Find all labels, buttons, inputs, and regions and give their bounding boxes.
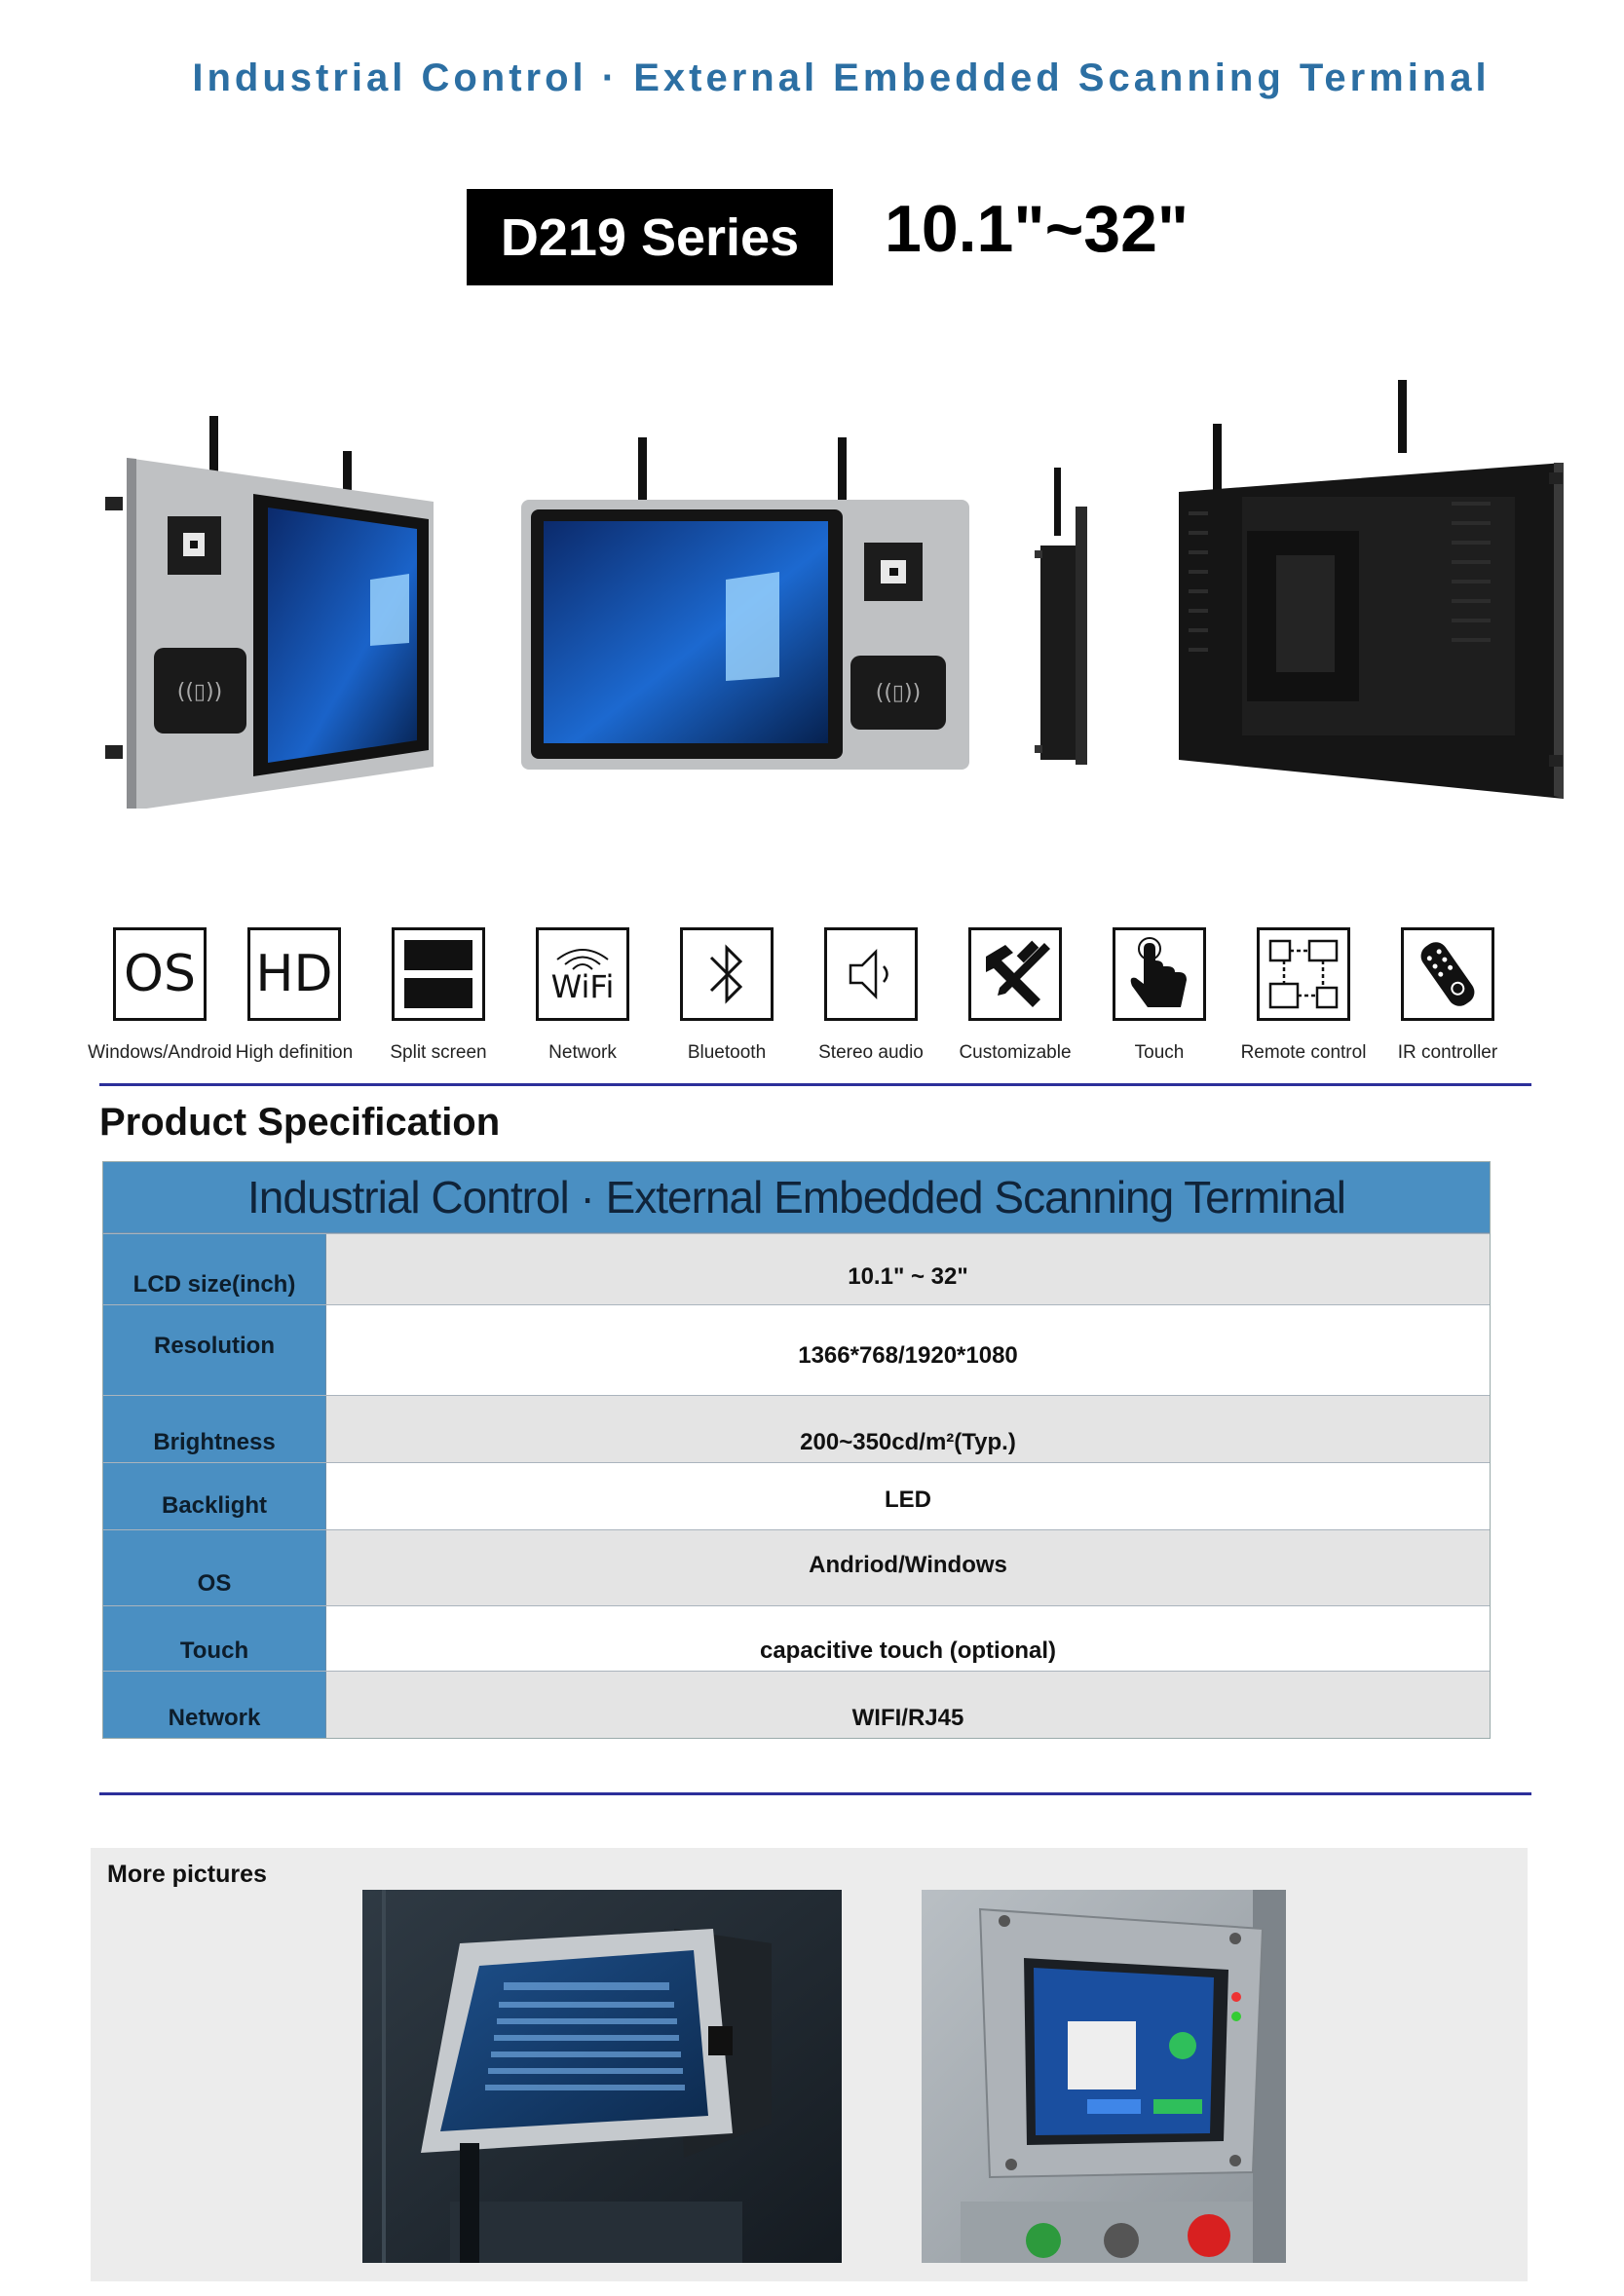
speaker-icon bbox=[824, 927, 918, 1021]
series-badge: D219 Series bbox=[467, 189, 833, 285]
spec-key: Backlight bbox=[103, 1463, 326, 1529]
divider bbox=[99, 1792, 1531, 1795]
spec-value: Andriod/Windows bbox=[326, 1530, 1490, 1605]
feature-label: Windows/Android bbox=[88, 1042, 232, 1063]
spec-value: 1366*768/1920*1080 bbox=[326, 1305, 1490, 1395]
spec-heading: Product Specification bbox=[99, 1101, 501, 1144]
feature-label: Touch bbox=[1134, 1042, 1185, 1063]
spec-value: capacitive touch (optional) bbox=[326, 1606, 1490, 1671]
photo-wall-mounted-terminal bbox=[362, 1890, 842, 2263]
spec-value: WIFI/RJ45 bbox=[326, 1672, 1490, 1738]
more-pictures-label: More pictures bbox=[107, 1861, 267, 1888]
feature-bluetooth: Bluetooth bbox=[655, 927, 799, 1064]
feature-touch: Touch bbox=[1087, 927, 1231, 1064]
split-screen-icon bbox=[392, 927, 485, 1021]
spec-row-resolution: Resolution 1366*768/1920*1080 bbox=[103, 1304, 1490, 1395]
spec-value: 10.1" ~ 32" bbox=[326, 1234, 1490, 1304]
feature-label: Customizable bbox=[959, 1042, 1072, 1063]
wifi-icon: WiFi bbox=[536, 927, 629, 1021]
spec-table-title: Industrial Control · External Embedded S… bbox=[103, 1162, 1490, 1233]
spec-row-os: OS Andriod/Windows bbox=[103, 1529, 1490, 1605]
feature-customizable: Customizable bbox=[943, 927, 1087, 1064]
feature-label: High definition bbox=[235, 1042, 354, 1063]
feature-label: Stereo audio bbox=[818, 1042, 924, 1063]
feature-list: OS Windows/Android HD High definition Sp… bbox=[88, 927, 1539, 1073]
divider bbox=[99, 1083, 1531, 1086]
feature-label: Split screen bbox=[390, 1042, 487, 1063]
feature-label: Remote control bbox=[1240, 1042, 1367, 1063]
spec-key: LCD size(inch) bbox=[103, 1234, 326, 1304]
feature-label: IR controller bbox=[1397, 1042, 1498, 1063]
page-title: Industrial Control · External Embedded S… bbox=[192, 56, 1491, 99]
product-image-front-right-scanner: ((▯)) bbox=[521, 437, 969, 770]
bluetooth-icon bbox=[680, 927, 774, 1021]
product-image-landscape-left-scanner: ((▯)) bbox=[105, 416, 434, 809]
spec-row-touch: Touch capacitive touch (optional) bbox=[103, 1605, 1490, 1671]
feature-split-screen: Split screen bbox=[366, 927, 510, 1064]
feature-label: Network bbox=[548, 1042, 617, 1063]
size-range: 10.1"~32" bbox=[885, 192, 1190, 266]
photo-panel-mounted-terminal bbox=[922, 1890, 1286, 2263]
product-image-rear bbox=[1179, 380, 1564, 799]
touch-hand-icon bbox=[1113, 927, 1206, 1021]
feature-hd: HD High definition bbox=[222, 927, 366, 1064]
spec-key: Touch bbox=[103, 1606, 326, 1671]
svg-text:((▯)): ((▯)) bbox=[876, 681, 921, 705]
feature-ir-controller: IR controller bbox=[1376, 927, 1520, 1064]
spec-table: Industrial Control · External Embedded S… bbox=[102, 1161, 1491, 1739]
feature-os: OS Windows/Android bbox=[88, 927, 232, 1064]
feature-label: Bluetooth bbox=[687, 1042, 767, 1063]
spec-key: Network bbox=[103, 1672, 326, 1738]
spec-row-backlight: Backlight LED bbox=[103, 1462, 1490, 1529]
ir-remote-icon bbox=[1401, 927, 1494, 1021]
spec-value: LED bbox=[326, 1463, 1490, 1529]
spec-row-brightness: Brightness 200~350cd/m²(Typ.) bbox=[103, 1395, 1490, 1462]
spec-value: 200~350cd/m²(Typ.) bbox=[326, 1396, 1490, 1462]
feature-network: WiFi Network bbox=[510, 927, 655, 1064]
hd-icon: HD bbox=[247, 927, 341, 1021]
spec-key: Resolution bbox=[103, 1305, 326, 1395]
spec-key: OS bbox=[103, 1530, 326, 1605]
feature-remote-control: Remote control bbox=[1231, 927, 1376, 1064]
remote-control-icon bbox=[1257, 927, 1350, 1021]
spec-key: Brightness bbox=[103, 1396, 326, 1462]
svg-text:((▯)): ((▯)) bbox=[177, 680, 222, 704]
product-image-side bbox=[1035, 468, 1087, 765]
feature-stereo-audio: Stereo audio bbox=[799, 927, 943, 1064]
os-icon: OS bbox=[113, 927, 207, 1021]
tools-icon bbox=[968, 927, 1062, 1021]
spec-row-lcd-size: LCD size(inch) 10.1" ~ 32" bbox=[103, 1233, 1490, 1304]
spec-row-network: Network WIFI/RJ45 bbox=[103, 1671, 1490, 1738]
